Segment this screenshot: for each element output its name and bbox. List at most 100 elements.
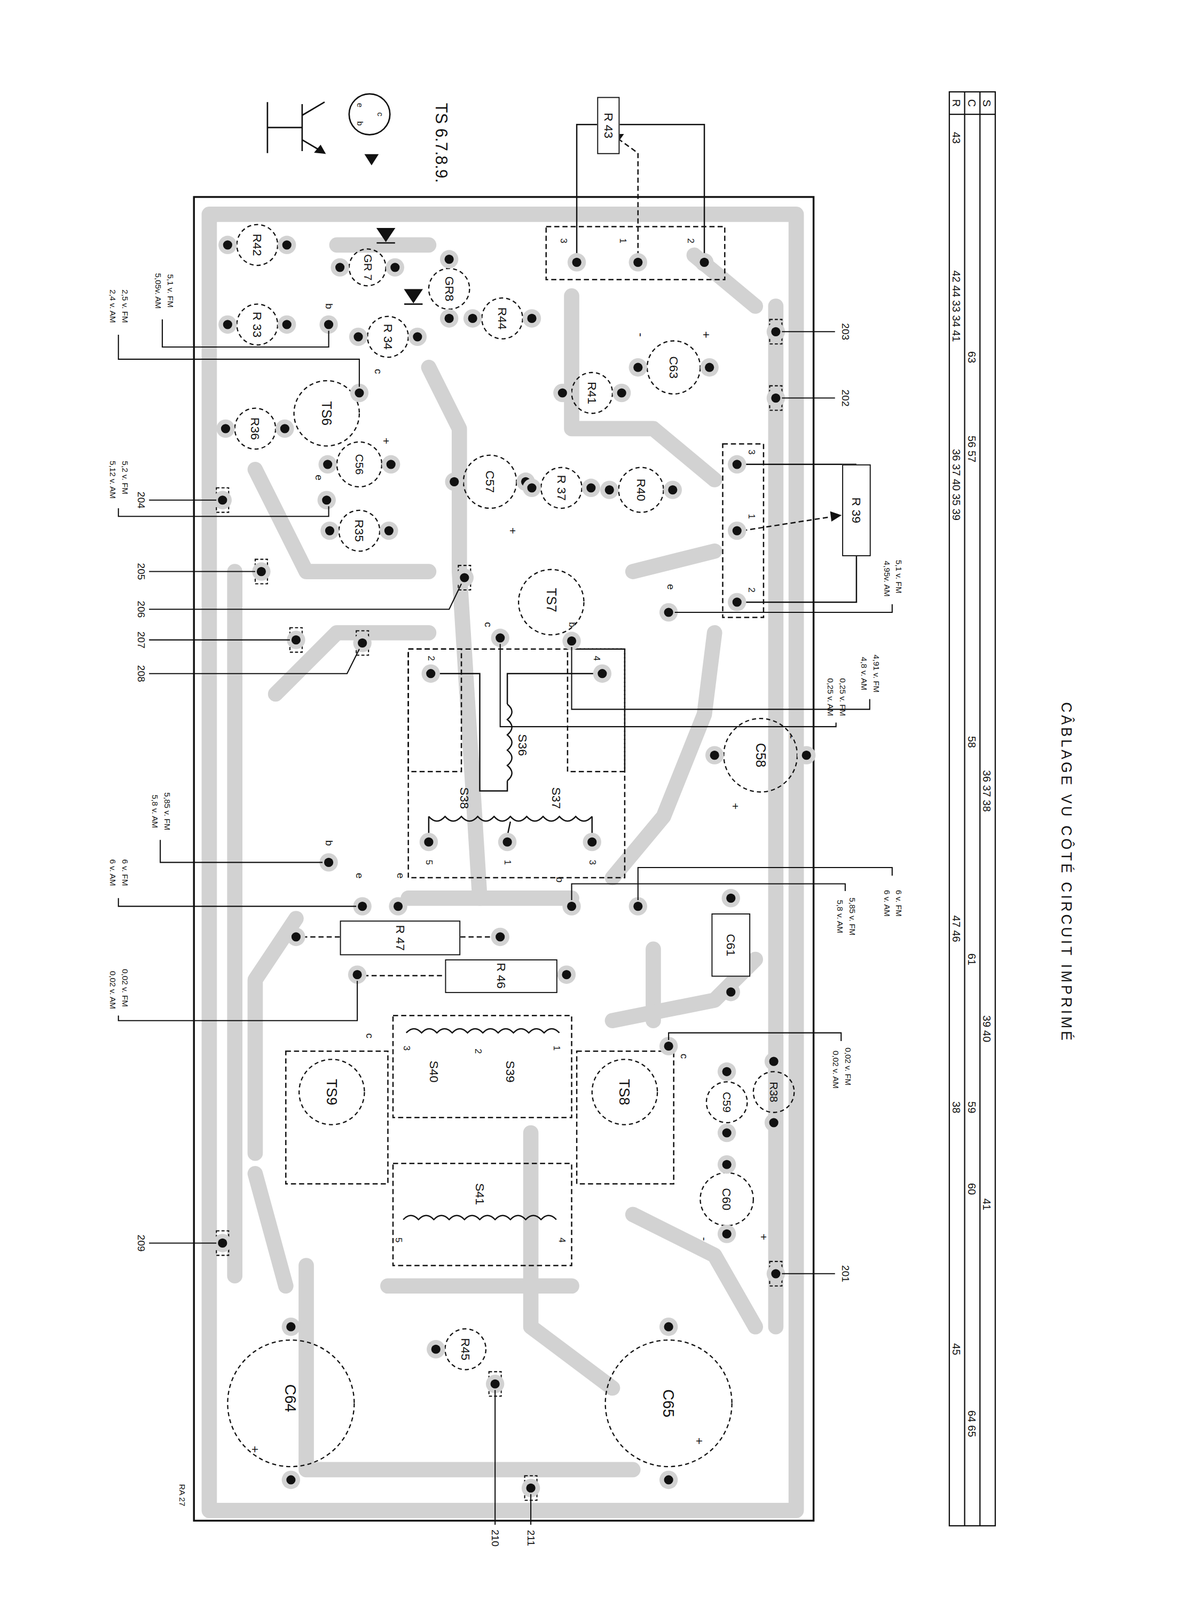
board-outline xyxy=(193,197,814,1521)
solder-pad xyxy=(721,889,741,908)
pin-number: 5 xyxy=(423,860,434,866)
leader-line xyxy=(494,1390,496,1526)
component-outline xyxy=(349,248,387,286)
transistor-lead: b xyxy=(567,622,577,628)
solder-pad xyxy=(495,932,505,942)
solder-pad xyxy=(522,478,541,498)
test-point-number: 207 xyxy=(135,631,146,649)
solder-pad xyxy=(330,258,349,277)
solder-pad xyxy=(727,593,746,612)
component-outline xyxy=(339,510,380,552)
leader-line xyxy=(148,571,256,573)
solder-pad xyxy=(633,363,643,373)
solder-pad xyxy=(491,928,510,947)
component-outline xyxy=(571,372,613,414)
voltage-note: 5,8 v. AM xyxy=(150,794,159,829)
solder-pad xyxy=(277,236,296,255)
component-outline xyxy=(700,1173,753,1226)
transformer-outline xyxy=(393,1015,572,1118)
solder-pad xyxy=(768,1057,778,1067)
component-label: R44 xyxy=(496,307,509,330)
component-label: TS6 xyxy=(319,401,334,426)
voltage-note: 4,8 v. AM xyxy=(859,656,868,691)
component-label: R 34 xyxy=(381,324,395,350)
solder-pad xyxy=(802,750,812,760)
copper-trace xyxy=(255,469,429,572)
solder-pad xyxy=(764,1052,783,1071)
solder-pad xyxy=(455,568,474,587)
solder-pad xyxy=(567,636,577,646)
solder-pad xyxy=(216,419,235,438)
solder-pad xyxy=(320,521,339,540)
solder-pad xyxy=(726,893,736,903)
component-label: R45 xyxy=(459,1338,472,1361)
voltage-note: 5,85 v. FM xyxy=(162,792,171,831)
diode-symbol xyxy=(405,289,422,303)
solder-pad xyxy=(597,669,607,679)
voltage-note: 0,25 v. FM xyxy=(838,678,847,717)
solder-pad xyxy=(379,521,398,540)
solder-pad xyxy=(498,832,517,852)
copper-trace xyxy=(428,367,481,899)
transistor-lead: c xyxy=(482,622,493,628)
solder-pad xyxy=(412,332,422,342)
transistor-lead: c xyxy=(364,1033,375,1040)
component-label: S40 xyxy=(427,1060,440,1083)
component-label: GR 7 xyxy=(362,254,374,281)
solder-pad xyxy=(426,1340,445,1359)
solder-pad xyxy=(286,928,305,947)
solder-pad xyxy=(771,1269,781,1279)
solder-pad xyxy=(695,253,714,272)
table-cell: 60 xyxy=(966,1183,978,1196)
transformer-outline xyxy=(576,1051,674,1185)
solder-pad xyxy=(732,525,742,536)
component-outline xyxy=(706,1081,748,1123)
solder-pad xyxy=(218,315,237,334)
solder-pad xyxy=(633,901,643,911)
leader-line xyxy=(781,1273,835,1275)
component-label: C60 xyxy=(720,1188,734,1211)
voltage-note: 0,02 v. FM xyxy=(120,969,129,1008)
potentiometer-wiring xyxy=(830,512,840,521)
solder-pad xyxy=(277,315,296,334)
solder-pad xyxy=(717,1124,736,1143)
solder-pad xyxy=(587,837,597,847)
component-label: C56 xyxy=(353,454,365,476)
test-point-number: 209 xyxy=(135,1234,146,1252)
transistor-lead: b xyxy=(323,303,334,310)
leader-line xyxy=(530,1494,532,1526)
copper-trace xyxy=(632,1214,756,1327)
component-label: R36 xyxy=(248,417,262,440)
component-label: TS8 xyxy=(617,1079,633,1106)
solder-pad xyxy=(710,750,720,760)
test-point-number: 206 xyxy=(135,600,146,618)
solder-pad xyxy=(321,495,332,505)
voltage-note: 5,8 v. AM xyxy=(835,899,844,934)
solder-pad xyxy=(771,393,781,403)
transistor-lead: b xyxy=(554,877,565,884)
transformer-outline xyxy=(285,649,674,1267)
solder-pad xyxy=(352,970,362,980)
solder-pad xyxy=(722,1229,732,1239)
solder-pad xyxy=(353,332,363,342)
transistor-symbol xyxy=(267,93,390,166)
test-point-number: 203 xyxy=(839,323,851,341)
component-outline xyxy=(445,1329,486,1370)
copper-trace xyxy=(530,1133,613,1389)
solder-pad xyxy=(388,897,407,916)
solder-pad xyxy=(553,383,572,403)
solder-pad xyxy=(419,832,438,852)
component-label: C58 xyxy=(753,743,768,768)
solder-pad xyxy=(582,478,601,498)
copper-trace xyxy=(768,306,784,1328)
leader-line xyxy=(118,980,358,1021)
component-label: S39 xyxy=(504,1060,517,1083)
voltage-note: 0,02 v. AM xyxy=(830,1050,839,1089)
solder-pad xyxy=(771,327,781,337)
solder-pad xyxy=(444,254,454,264)
solder-pad xyxy=(431,1345,441,1355)
transformer-outline xyxy=(428,816,593,836)
component-outline xyxy=(723,718,798,793)
voltage-note: 6 v. FM xyxy=(120,859,129,887)
solder-pad xyxy=(567,253,586,272)
